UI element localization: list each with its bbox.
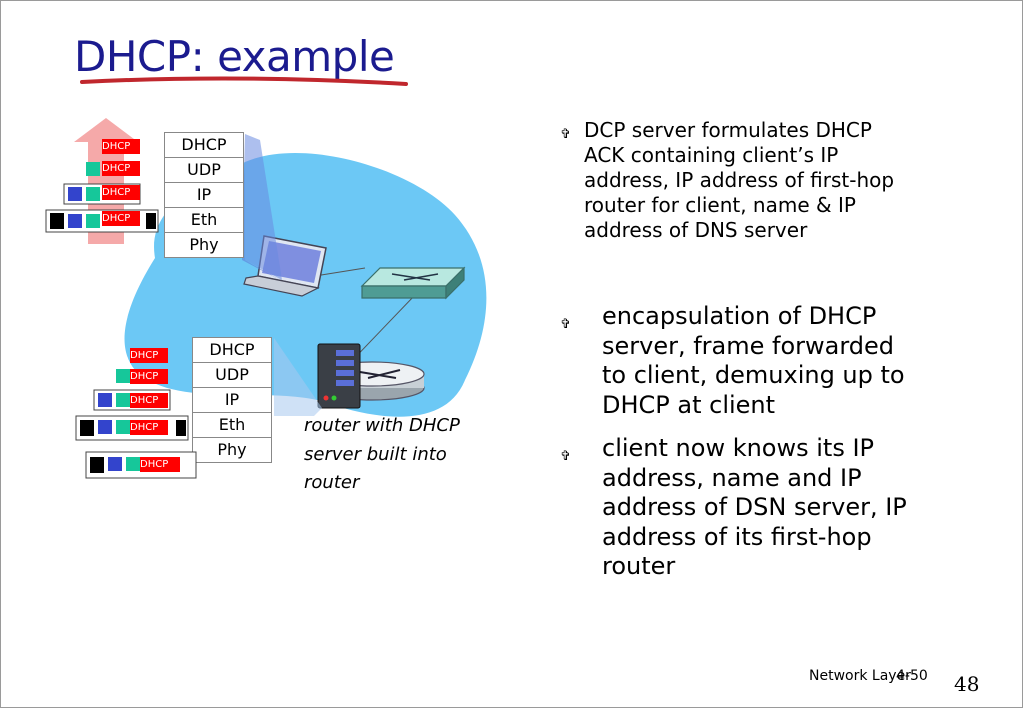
bullet-line: client now knows its IP (602, 434, 875, 462)
stack-layer-dhcp: DHCP (164, 132, 244, 158)
bullet-line: DHCP at client (602, 390, 776, 419)
upper-callout-wedge (242, 134, 282, 280)
bullet-line: server, frame forwarded (602, 331, 895, 360)
bullet-line: encapsulation of DHCP (602, 302, 877, 330)
dhcp-packet-1: DHCP (102, 139, 140, 154)
caption-line: router with DHCP (304, 415, 460, 436)
router-server-icon (317, 343, 425, 409)
cross-bullet-icon: ✞ (560, 127, 571, 142)
bullet-line: address, name and IP (602, 463, 862, 492)
bullet-line: address, IP address of first-hop (584, 168, 895, 192)
bullet-line: address of its first-hop (602, 522, 872, 551)
dhcp-packet-3: DHCP (102, 185, 140, 200)
stack-layer-dhcp: DHCP (192, 337, 272, 363)
stack-layer-udp: UDP (164, 158, 244, 183)
dhcp-packet-6: DHCP (130, 369, 168, 384)
stack-layer-eth: Eth (192, 413, 272, 438)
footer-slide-ref: 4-50 (896, 668, 928, 684)
lower-callout-wedge (274, 338, 322, 416)
cross-bullet-icon: ✞ (560, 449, 571, 464)
dhcp-packet-7: DHCP (130, 393, 168, 408)
stack-layer-ip: IP (192, 388, 272, 413)
bullet-line: address of DNS server (584, 218, 808, 242)
stack-layer-phy: Phy (192, 438, 272, 463)
protocol-stack-lower: DHCP UDP IP Eth Phy (192, 337, 272, 463)
protocol-stack-upper: DHCP UDP IP Eth Phy (164, 132, 244, 258)
bullet-1-text: DCP server formulates DHCP ACK containin… (584, 118, 894, 243)
bullet-line: router for client, name & IP (584, 193, 856, 217)
caption-line: router (304, 472, 360, 493)
stack-layer-phy: Phy (164, 233, 244, 258)
stack-layer-eth: Eth (164, 208, 244, 233)
caption-line: server built into (304, 443, 447, 465)
bullet-2: ✞ encapsulation of DHCP server, frame fo… (560, 302, 905, 422)
slide-title: DHCP: example (74, 32, 395, 81)
lower-encapsulation (75, 369, 197, 479)
page-number: 48 (954, 672, 980, 696)
stack-layer-ip: IP (164, 183, 244, 208)
bullet-3-text: client now knows its IP address, name an… (602, 434, 907, 582)
router-caption: router with DHCP server built into route… (304, 412, 460, 498)
title-underline (80, 76, 408, 86)
bullet-3: ✞ client now knows its IP address, name … (560, 434, 920, 584)
dhcp-packet-4: DHCP (102, 211, 140, 226)
bullet-2-text: encapsulation of DHCP server, frame forw… (602, 302, 905, 420)
dhcp-packet-2: DHCP (102, 161, 140, 176)
footer-label: Network Layer (809, 668, 911, 684)
bullet-1: ✞ DCP server formulates DHCP ACK contain… (560, 118, 900, 248)
upper-encapsulation (45, 118, 159, 244)
bullet-line: router (602, 552, 676, 580)
stack-layer-udp: UDP (192, 363, 272, 388)
bullet-line: ACK containing client’s IP (584, 143, 839, 167)
cross-bullet-icon: ✞ (560, 317, 571, 332)
bullet-line: address of DSN server, IP (602, 493, 907, 521)
bullet-line: DCP server formulates DHCP (584, 118, 872, 142)
switch-icon (360, 266, 466, 300)
dhcp-packet-5: DHCP (130, 348, 168, 363)
dhcp-packet-8: DHCP (130, 420, 168, 435)
dhcp-packet-9: DHCP (140, 457, 180, 472)
bullet-line: to client, demuxing up to (602, 361, 905, 389)
